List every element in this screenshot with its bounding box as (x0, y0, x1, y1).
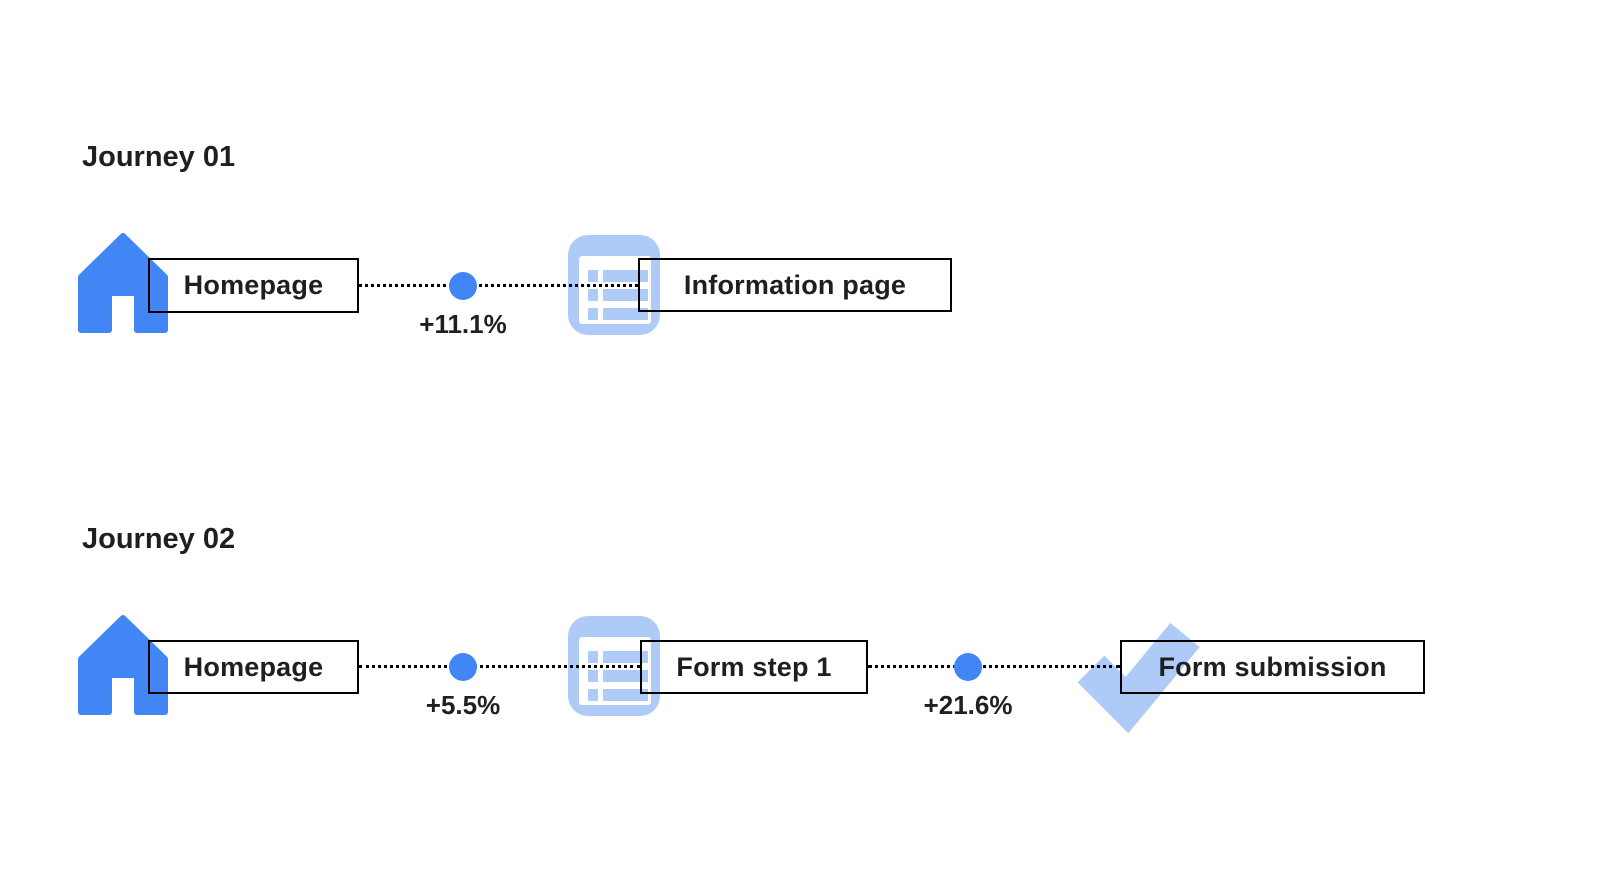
step-box-fill (640, 640, 868, 694)
step-label: Homepage (183, 651, 324, 682)
step-box-form-submission: Form submission (1120, 640, 1425, 694)
step-box-fill (148, 258, 359, 313)
home-icon (78, 233, 168, 333)
step-label: Information page (683, 269, 907, 300)
step-label: Homepage (183, 270, 324, 300)
journey-01-title: Journey 01 (82, 141, 236, 173)
transition-dotted-line (359, 284, 638, 287)
transition-dot (449, 653, 477, 681)
step-label: Form submission (1158, 651, 1387, 682)
checkmark-icon (1077, 622, 1200, 734)
step-box-homepage: Homepage (148, 640, 359, 694)
transition-change-label: +11.1% (419, 309, 507, 339)
step-box-form-step-1: Form step 1 (640, 640, 868, 694)
step-box-homepage: Homepage (148, 258, 359, 313)
journey-02-title: Journey 02 (82, 523, 236, 555)
transition-dot (954, 653, 982, 681)
transition-dotted-line (868, 665, 1120, 668)
home-icon (78, 615, 168, 715)
transition-change-label: +5.5% (425, 690, 501, 720)
step-box-information-page: Information page (638, 258, 952, 312)
transition-dotted-line (359, 665, 640, 668)
step-label: Form step 1 (676, 651, 832, 682)
transition-change-label: +21.6% (923, 690, 1013, 720)
transition-dot (449, 272, 477, 300)
step-box-fill (148, 640, 359, 694)
step-box-fill (638, 258, 952, 312)
